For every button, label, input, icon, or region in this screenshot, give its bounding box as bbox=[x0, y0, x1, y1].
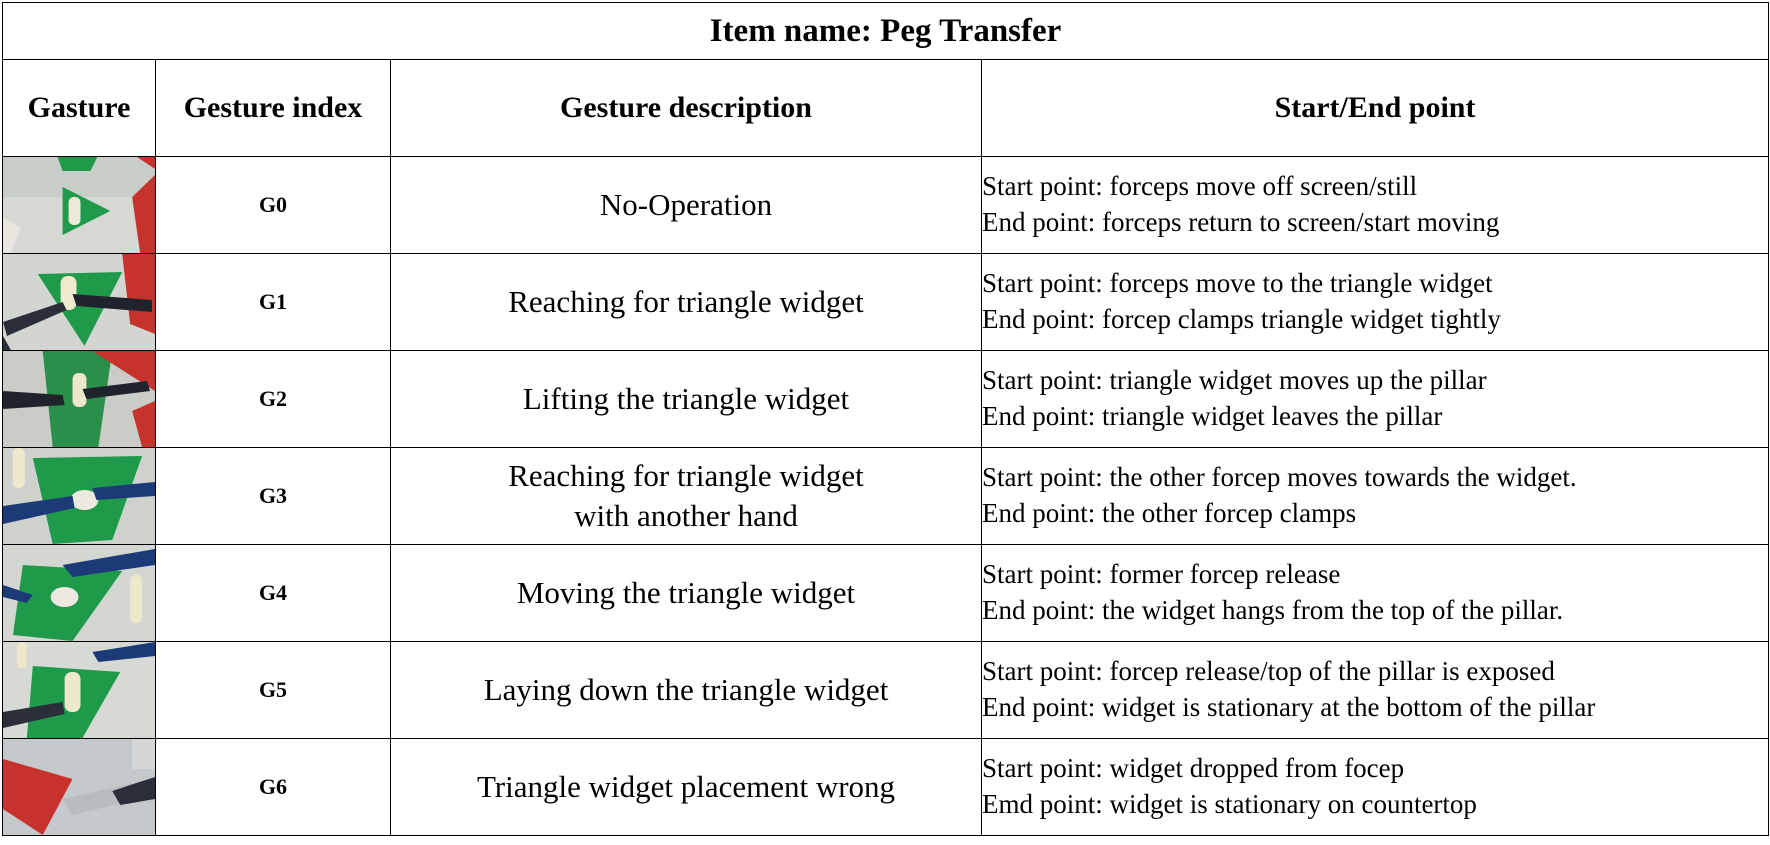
gesture-thumbnail-cell bbox=[2, 447, 156, 545]
gesture-description: Lifting the triangle widget bbox=[390, 350, 982, 448]
gesture-thumbnail-cell bbox=[2, 156, 156, 254]
table-row: G4 Moving the triangle widget Start poin… bbox=[2, 544, 1770, 642]
table-row: G1 Reaching for triangle widget Start po… bbox=[2, 253, 1770, 351]
description-line: Reaching for triangle widget bbox=[508, 284, 864, 320]
gesture-thumbnail-image bbox=[3, 157, 155, 253]
gesture-index: G1 bbox=[155, 253, 391, 351]
end-point-text: End point: forceps return to screen/star… bbox=[982, 207, 1500, 237]
end-point-text: End point: triangle widget leaves the pi… bbox=[982, 401, 1443, 431]
table-header-row: Gasture Gesture index Gesture descriptio… bbox=[2, 59, 1770, 157]
end-point-text: End point: the other forcep clamps bbox=[982, 498, 1357, 528]
gesture-thumbnail-cell bbox=[2, 641, 156, 739]
end-point-text: End point: widget is stationary at the b… bbox=[982, 692, 1596, 722]
description-line: with another hand bbox=[574, 498, 798, 533]
gesture-thumbnail-cell bbox=[2, 253, 156, 351]
start-point-text: Start point: forcep release/top of the p… bbox=[982, 656, 1555, 687]
gesture-index: G2 bbox=[155, 350, 391, 448]
start-point-text: Start point: triangle widget moves up th… bbox=[982, 365, 1487, 396]
gesture-description: Laying down the triangle widget bbox=[390, 641, 982, 739]
gesture-index: G6 bbox=[155, 738, 391, 836]
table-row: G3 Reaching for triangle widget with ano… bbox=[2, 447, 1770, 545]
header-gesture-index: Gesture index bbox=[155, 59, 391, 157]
header-gesture-description: Gesture description bbox=[390, 59, 982, 157]
gesture-index: G0 bbox=[155, 156, 391, 254]
start-end-point: Start point: triangle widget moves up th… bbox=[980, 350, 1770, 448]
table-title: Item name: Peg Transfer bbox=[1, 2, 1770, 60]
gesture-description: No-Operation bbox=[390, 156, 982, 254]
table-row: G2 Lifting the triangle widget Start poi… bbox=[2, 350, 1770, 448]
gesture-thumbnail-image bbox=[3, 642, 155, 738]
start-end-point: Start point: former forcep release End p… bbox=[980, 544, 1770, 642]
gesture-thumbnail-cell bbox=[2, 350, 156, 448]
end-point-text: End point: the widget hangs from the top… bbox=[982, 595, 1564, 625]
start-end-point: Start point: widget dropped from focep E… bbox=[980, 738, 1770, 836]
start-point-text: Start point: forceps move to the triangl… bbox=[982, 268, 1493, 299]
description-line: Lifting the triangle widget bbox=[522, 381, 850, 417]
end-point-text: End point: forcep clamps triangle widget… bbox=[982, 304, 1501, 334]
gesture-thumbnail-image bbox=[3, 739, 155, 835]
start-end-point: Start point: forceps move off screen/sti… bbox=[980, 156, 1770, 254]
end-point-text: Emd point: widget is stationary on count… bbox=[982, 789, 1477, 819]
gesture-description: Reaching for triangle widget bbox=[390, 253, 982, 351]
header-gesture: Gasture bbox=[2, 59, 156, 157]
start-point-text: Start point: widget dropped from focep bbox=[982, 753, 1405, 784]
header-start-end-point: Start/End point bbox=[980, 59, 1770, 157]
table-row: G5 Laying down the triangle widget Start… bbox=[2, 641, 1770, 739]
gesture-thumbnail-image bbox=[3, 351, 155, 447]
gesture-description: Moving the triangle widget bbox=[390, 544, 982, 642]
description-line: Moving the triangle widget bbox=[516, 575, 856, 611]
gesture-thumbnail-cell bbox=[2, 738, 156, 836]
gesture-thumbnail-image bbox=[3, 448, 155, 544]
start-point-text: Start point: former forcep release bbox=[982, 559, 1341, 590]
start-point-text: Start point: forceps move off screen/sti… bbox=[982, 171, 1418, 202]
gesture-thumbnail-image bbox=[3, 254, 155, 350]
gesture-description: Reaching for triangle widget with anothe… bbox=[390, 447, 982, 545]
start-end-point: Start point: forceps move to the triangl… bbox=[980, 253, 1770, 351]
description-line: Reaching for triangle widget bbox=[508, 458, 864, 494]
table-row: G6 Triangle widget placement wrong Start… bbox=[2, 738, 1770, 836]
gesture-index: G4 bbox=[155, 544, 391, 642]
description-line: Laying down the triangle widget bbox=[483, 672, 889, 708]
gesture-index: G3 bbox=[155, 447, 391, 545]
table-row: G0 No-Operation Start point: forceps mov… bbox=[2, 156, 1770, 254]
start-end-point: Start point: forcep release/top of the p… bbox=[980, 641, 1770, 739]
start-end-point: Start point: the other forcep moves towa… bbox=[980, 447, 1770, 545]
gesture-thumbnail-cell bbox=[2, 544, 156, 642]
gesture-thumbnail-image bbox=[3, 545, 155, 641]
gesture-index: G5 bbox=[155, 641, 391, 739]
description-line: Triangle widget placement wrong bbox=[476, 769, 896, 805]
table-title-row: Item name: Peg Transfer bbox=[1, 2, 1770, 60]
gesture-description: Triangle widget placement wrong bbox=[390, 738, 982, 836]
description-line: No-Operation bbox=[599, 187, 773, 223]
start-point-text: Start point: the other forcep moves towa… bbox=[982, 462, 1577, 493]
